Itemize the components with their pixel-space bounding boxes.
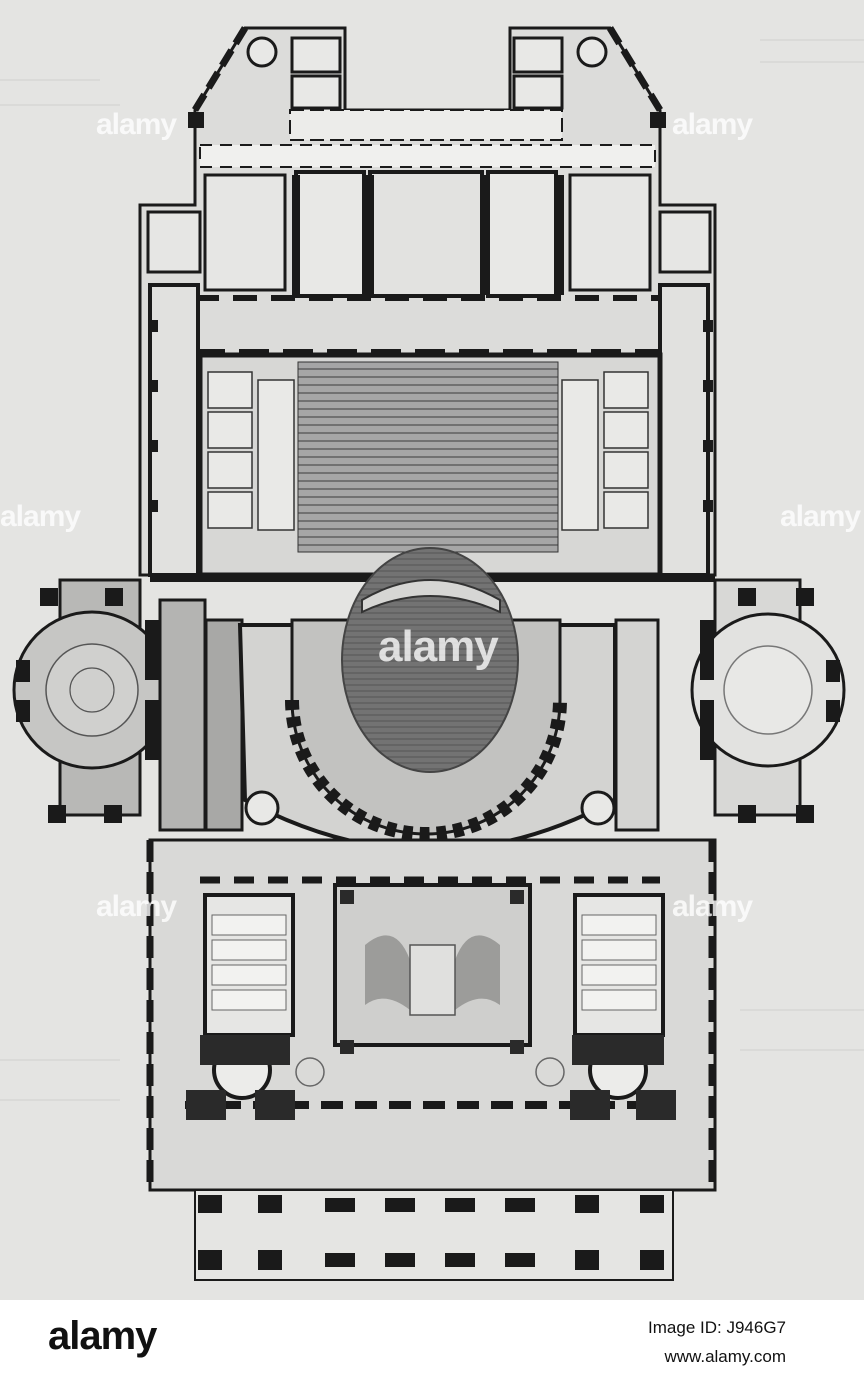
auditorium (237, 547, 617, 852)
stock-footer: alamy Image ID: J946G7 www.alamy.com (0, 1300, 864, 1390)
watermark-text: alamy (780, 500, 861, 533)
east-pavilion (614, 578, 846, 832)
watermark-text-center: alamy (378, 622, 499, 671)
front-loggia (194, 1189, 674, 1281)
image-id-label: Image ID: J946G7 (648, 1318, 786, 1337)
grand-foyer (146, 838, 717, 1192)
watermark-text: alamy (0, 500, 81, 533)
margin-lines (0, 39, 864, 1101)
floor-plan-sheet: alamy alamy alamy alamy alamy alamy alam… (0, 0, 864, 1300)
watermark-text: alamy (96, 890, 177, 923)
alamy-logo[interactable]: alamy (48, 1314, 157, 1358)
floor-plan-drawing (0, 26, 864, 1281)
west-pavilion (12, 578, 244, 832)
site-url-link[interactable]: www.alamy.com (664, 1347, 786, 1366)
watermark-text: alamy (96, 108, 177, 141)
watermark-text: alamy (672, 108, 753, 141)
watermark-text: alamy (672, 890, 753, 923)
